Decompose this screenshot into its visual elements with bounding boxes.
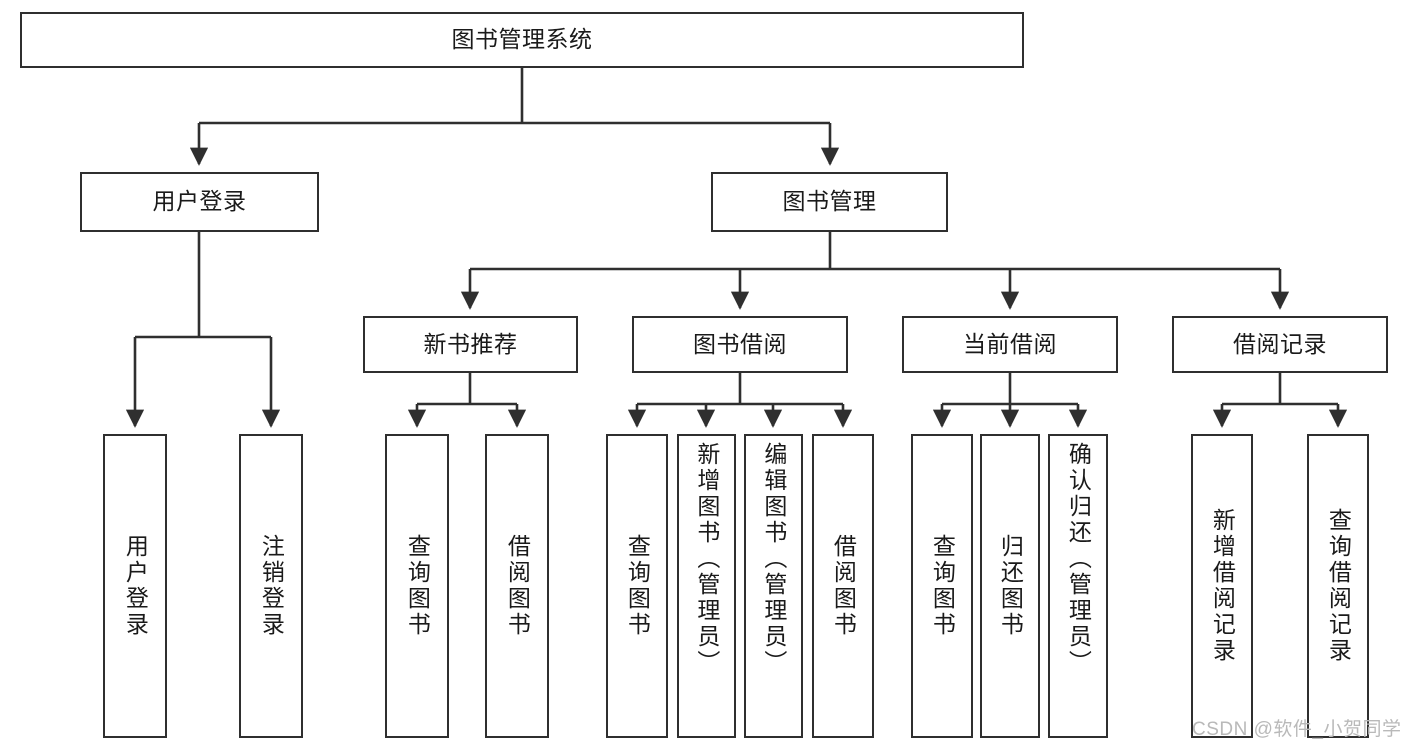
node-book-borrow[interactable]: 图书借阅 <box>632 316 848 373</box>
leaf-borrow-query-book[interactable]: 查询图书 <box>606 434 668 738</box>
leaf-borrow-edit-book-admin[interactable]: 编辑图书（管理员） <box>744 434 803 738</box>
csdn-watermark: CSDN @软件_小贺同学 <box>1192 719 1402 740</box>
node-label: 借阅图书 <box>504 534 531 638</box>
node-label: 新增图书（管理员） <box>693 442 720 676</box>
node-label: 新增借阅记录 <box>1209 508 1236 664</box>
node-label: 查询图书 <box>404 534 431 638</box>
node-current-borrow[interactable]: 当前借阅 <box>902 316 1118 373</box>
leaf-user-login-login[interactable]: 用户登录 <box>103 434 167 738</box>
leaf-record-query-record[interactable]: 查询借阅记录 <box>1307 434 1369 738</box>
leaf-recommend-borrow-book[interactable]: 借阅图书 <box>485 434 549 738</box>
node-label: 图书管理系统 <box>451 26 593 53</box>
node-label: 借阅记录 <box>1233 330 1327 357</box>
node-label: 编辑图书（管理员） <box>760 442 787 676</box>
node-label: 用户登录 <box>152 188 247 215</box>
node-label: 归还图书 <box>997 534 1024 638</box>
node-label: 新书推荐 <box>423 330 518 357</box>
node-label: 查询图书 <box>624 534 651 638</box>
leaf-current-return-book[interactable]: 归还图书 <box>980 434 1040 738</box>
node-label: 用户登录 <box>122 534 149 638</box>
node-label: 借阅图书 <box>830 534 857 638</box>
node-label: 当前借阅 <box>963 330 1057 357</box>
leaf-user-login-logout[interactable]: 注销登录 <box>239 434 303 738</box>
leaf-borrow-add-book-admin[interactable]: 新增图书（管理员） <box>677 434 736 738</box>
node-label: 图书借阅 <box>693 330 787 357</box>
node-user-login[interactable]: 用户登录 <box>80 172 319 232</box>
node-label: 确认归还（管理员） <box>1065 442 1092 676</box>
node-label: 图书管理 <box>782 188 877 215</box>
leaf-record-add-record[interactable]: 新增借阅记录 <box>1191 434 1253 738</box>
leaf-current-query-book[interactable]: 查询图书 <box>911 434 973 738</box>
node-new-book-recommend[interactable]: 新书推荐 <box>363 316 578 373</box>
leaf-current-confirm-return-admin[interactable]: 确认归还（管理员） <box>1048 434 1108 738</box>
leaf-borrow-borrow-book[interactable]: 借阅图书 <box>812 434 874 738</box>
node-book-management[interactable]: 图书管理 <box>711 172 948 232</box>
leaf-recommend-query-book[interactable]: 查询图书 <box>385 434 449 738</box>
node-label: 注销登录 <box>258 534 285 638</box>
node-root-system[interactable]: 图书管理系统 <box>20 12 1024 68</box>
node-label: 查询图书 <box>929 534 956 638</box>
node-borrow-record[interactable]: 借阅记录 <box>1172 316 1388 373</box>
node-label: 查询借阅记录 <box>1325 508 1352 664</box>
